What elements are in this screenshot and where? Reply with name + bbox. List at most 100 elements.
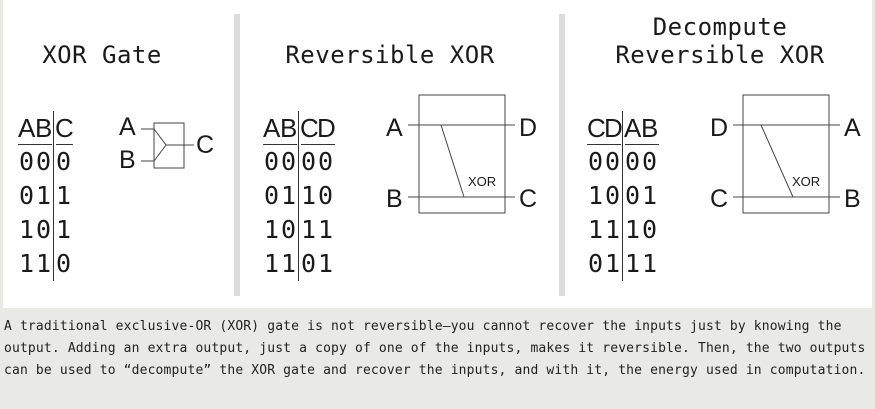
cell: 0 [624, 181, 641, 210]
panel-title-decompute-line1: Decompute [652, 13, 788, 41]
cell: 1 [280, 249, 297, 278]
cell: 1 [35, 249, 52, 278]
cell: 0 [263, 147, 280, 176]
cell: 0 [18, 181, 35, 210]
cell: 0 [300, 147, 317, 176]
cell: 1 [317, 215, 334, 244]
cell: 1 [55, 181, 72, 210]
cell: 1 [263, 249, 280, 278]
input-label-b: B [119, 146, 136, 174]
cell: 1 [18, 215, 35, 244]
cell: 1 [300, 215, 317, 244]
cell: 0 [624, 147, 641, 176]
cell: 0 [317, 181, 334, 210]
cell: 1 [300, 181, 317, 210]
xor-label: XOR [468, 174, 497, 189]
cell: 1 [317, 249, 334, 278]
column-separator [621, 247, 624, 281]
cell: 1 [624, 215, 641, 244]
cell: 0 [641, 147, 658, 176]
cell: 1 [604, 215, 621, 244]
column-header: B [280, 113, 298, 143]
column-separator [621, 145, 624, 179]
input-label-c: C [710, 185, 729, 213]
cell: 1 [18, 249, 35, 278]
column-header: B [35, 113, 53, 143]
column-header: C [55, 113, 74, 143]
cell: 1 [641, 181, 658, 210]
divider [559, 14, 565, 296]
cell: 1 [263, 215, 280, 244]
column-header: B [641, 113, 659, 143]
cell: 1 [641, 249, 658, 278]
column-separator [297, 111, 300, 145]
column-header: D [317, 113, 336, 143]
figure-panel [3, 0, 872, 308]
input-label-a: A [386, 114, 403, 142]
cell: 1 [55, 215, 72, 244]
header-underline [625, 144, 659, 145]
panel-title-reversible-xor: Reversible XOR [285, 41, 495, 69]
column-header: A [624, 113, 642, 143]
column-separator [52, 111, 55, 145]
header-underline [56, 144, 73, 145]
header-underline [18, 144, 52, 145]
cell: 1 [587, 215, 604, 244]
cell: 0 [604, 181, 621, 210]
column-separator [52, 213, 55, 247]
cell: 1 [280, 181, 297, 210]
cell: 0 [263, 181, 280, 210]
output-label-c: C [196, 131, 215, 159]
output-label-b: B [844, 185, 861, 213]
input-label-b: B [386, 185, 403, 213]
cell: 0 [18, 147, 35, 176]
output-label-c: C [519, 185, 538, 213]
column-header: D [604, 113, 623, 143]
divider [234, 14, 240, 296]
cell: 0 [587, 147, 604, 176]
column-header: A [18, 113, 36, 143]
decompute-xor-diagram [733, 94, 840, 214]
input-label-a: A [119, 113, 136, 141]
column-header: C [587, 113, 606, 143]
header-underline [301, 144, 335, 145]
column-separator [297, 247, 300, 281]
header-underline [263, 144, 297, 145]
cell: 0 [317, 147, 334, 176]
column-separator [621, 179, 624, 213]
cell: 0 [280, 147, 297, 176]
cell: 1 [587, 181, 604, 210]
cell: 0 [55, 147, 72, 176]
cell: 1 [604, 249, 621, 278]
column-separator [621, 111, 624, 145]
column-header: C [300, 113, 319, 143]
column-separator [52, 179, 55, 213]
output-label-a: A [844, 114, 861, 142]
cell: 0 [55, 249, 72, 278]
cell: 0 [280, 215, 297, 244]
column-separator [297, 179, 300, 213]
cell: 0 [35, 147, 52, 176]
cell: 0 [300, 249, 317, 278]
column-separator [52, 145, 55, 179]
output-label-d: D [519, 114, 538, 142]
input-label-d: D [710, 114, 729, 142]
panel-title-decompute-line2: Reversible XOR [615, 41, 825, 69]
